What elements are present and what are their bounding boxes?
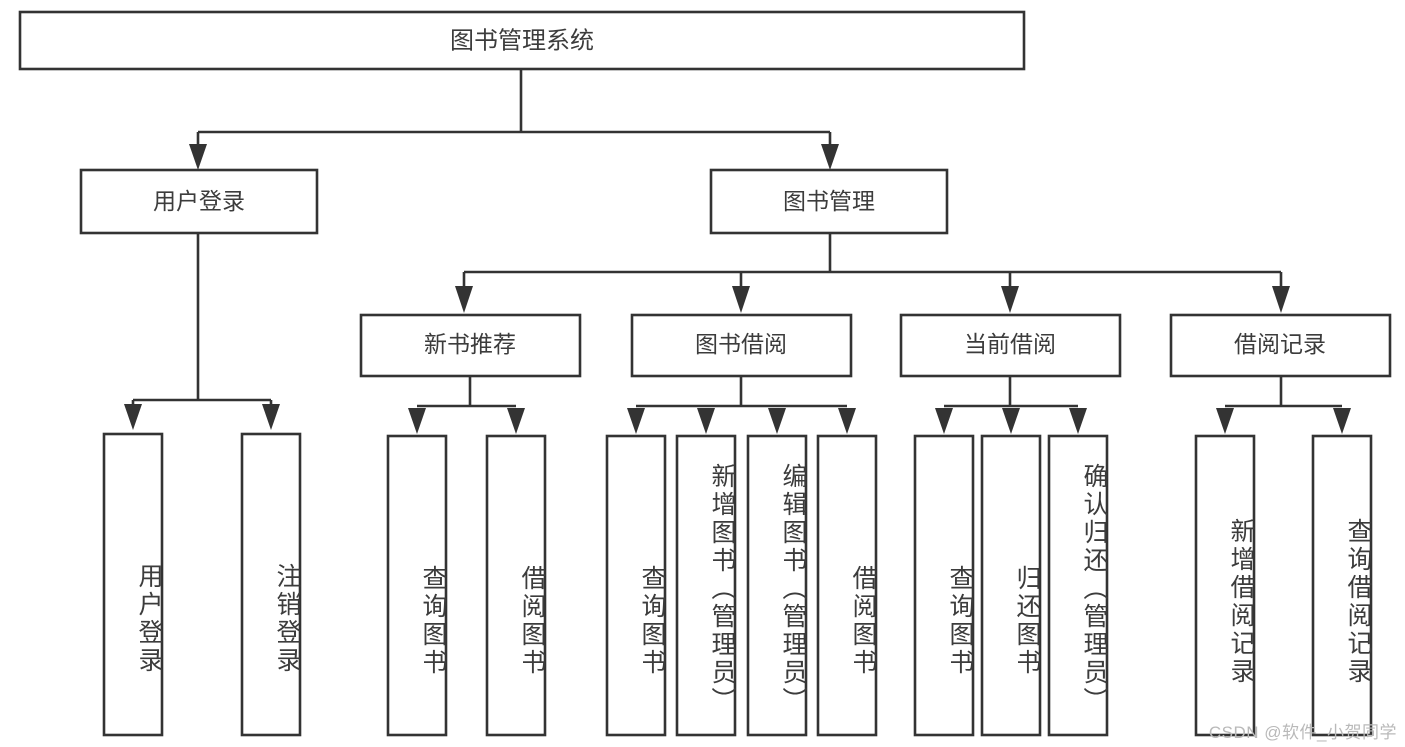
leaf-box-borrow-book-2[interactable] — [816, 434, 878, 737]
leaf-box-logout-login[interactable] — [240, 432, 302, 737]
node-book-management[interactable]: 图书管理 — [709, 168, 949, 235]
connector-group-current-borrow — [935, 376, 1087, 434]
node-new-book-recommend-label: 新书推荐 — [424, 331, 516, 357]
leaf-box-edit-book[interactable] — [746, 434, 808, 737]
leaf-box-query-book-2[interactable] — [605, 434, 667, 737]
leaf-box-return-book[interactable] — [980, 434, 1042, 737]
arrow-cb-leaf-1 — [935, 408, 953, 434]
arrow-nbr-leaf-1 — [408, 408, 426, 434]
node-root[interactable]: 图书管理系统 — [18, 10, 1026, 71]
node-current-borrow[interactable]: 当前借阅 — [899, 313, 1122, 378]
arrow-cb-leaf-2 — [1002, 408, 1020, 434]
arrow-nbr-leaf-2 — [507, 408, 525, 434]
node-user-login[interactable]: 用户登录 — [79, 168, 319, 235]
node-book-borrow-box[interactable] — [630, 313, 853, 378]
node-current-borrow-label: 当前借阅 — [964, 331, 1056, 357]
connector-group-root — [189, 70, 839, 170]
csdn-watermark: CSDN @软件_小贺同学 — [1208, 723, 1397, 742]
arrow-bm-new-book — [455, 286, 473, 313]
arrow-bb-leaf-3 — [768, 408, 786, 434]
arrow-bm-book-borrow — [732, 286, 750, 313]
leaf-box-borrow-book-1[interactable] — [485, 434, 547, 737]
connector-group-new-book-recommend — [408, 376, 525, 434]
node-book-management-box[interactable] — [709, 168, 949, 235]
connector-group-borrow-record — [1216, 376, 1351, 434]
leaf-box-add-record[interactable] — [1194, 434, 1256, 737]
arrow-br-leaf-2 — [1333, 408, 1351, 434]
arrow-bb-leaf-1 — [627, 408, 645, 434]
node-new-book-recommend[interactable]: 新书推荐 — [359, 313, 582, 378]
node-current-borrow-box[interactable] — [899, 313, 1122, 378]
arrow-bb-leaf-2 — [697, 408, 715, 434]
node-book-management-label: 图书管理 — [783, 188, 875, 214]
arrow-bb-leaf-4 — [838, 408, 856, 434]
connector-group-book-borrow — [627, 376, 856, 434]
leaf-box-add-book[interactable] — [675, 434, 737, 737]
node-user-login-label: 用户登录 — [153, 188, 245, 214]
arrow-bm-borrow-record — [1272, 286, 1290, 313]
connector-group-user-login — [124, 234, 280, 430]
node-new-book-recommend-box[interactable] — [359, 313, 582, 378]
node-book-borrow[interactable]: 图书借阅 — [630, 313, 853, 378]
node-root-box[interactable] — [18, 10, 1026, 71]
node-book-borrow-label: 图书借阅 — [695, 331, 787, 357]
node-borrow-record-box[interactable] — [1169, 313, 1392, 378]
arrow-user-login-leaf-1 — [124, 404, 142, 430]
leaf-box-query-book-1[interactable] — [386, 434, 448, 737]
leaf-box-group — [102, 432, 1373, 737]
node-user-login-box[interactable] — [79, 168, 319, 235]
arrow-br-leaf-1 — [1216, 408, 1234, 434]
arrow-root-to-user-login — [189, 144, 207, 170]
node-root-label: 图书管理系统 — [450, 27, 594, 54]
arrow-user-login-leaf-2 — [262, 404, 280, 430]
arrow-bm-current-borrow — [1001, 286, 1019, 313]
arrow-cb-leaf-3 — [1069, 408, 1087, 434]
leaf-box-confirm-return[interactable] — [1047, 434, 1109, 737]
leaf-box-query-book-3[interactable] — [913, 434, 975, 737]
node-borrow-record-label: 借阅记录 — [1234, 331, 1326, 357]
node-borrow-record[interactable]: 借阅记录 — [1169, 313, 1392, 378]
arrow-root-to-book-management — [821, 144, 839, 170]
leaf-box-user-login[interactable] — [102, 432, 164, 737]
connector-group-book-management — [455, 234, 1290, 313]
leaf-box-query-record[interactable] — [1311, 434, 1373, 737]
